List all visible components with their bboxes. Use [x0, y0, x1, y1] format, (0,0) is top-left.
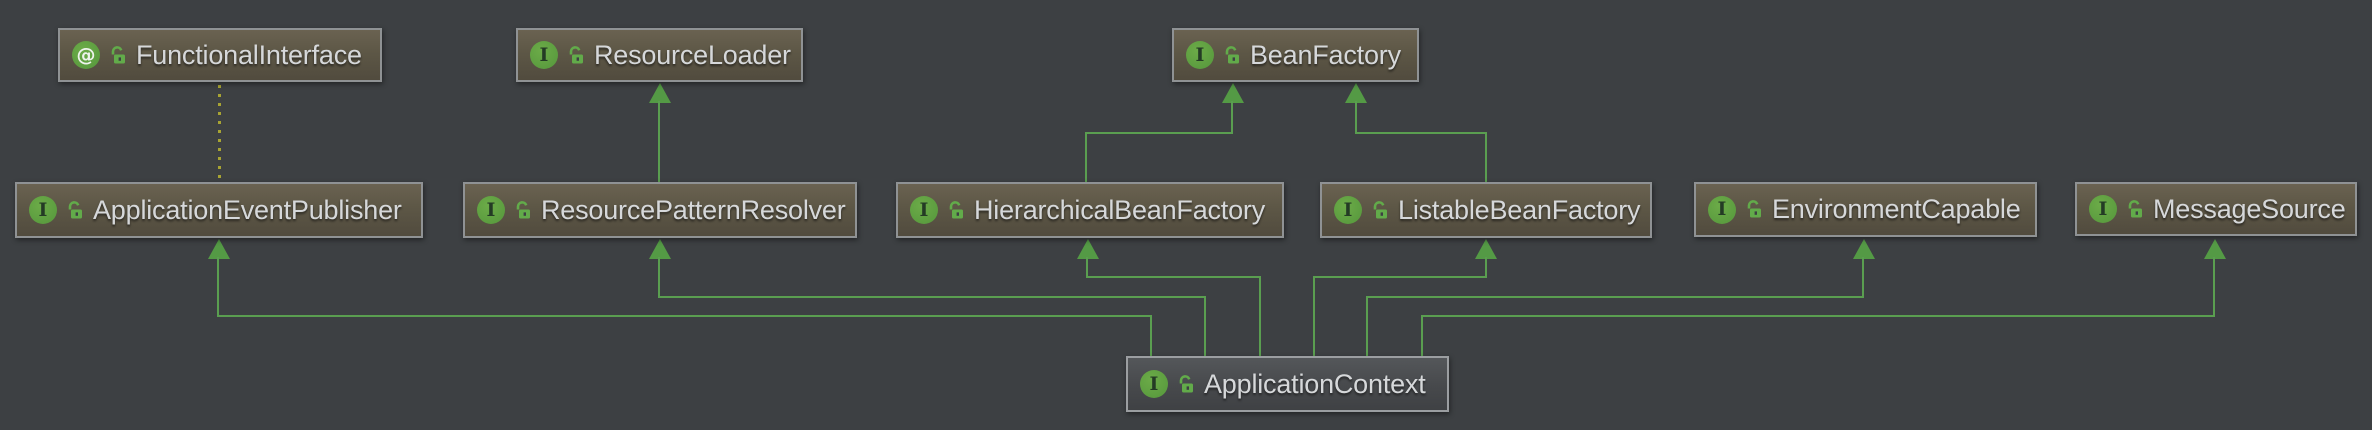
edge-ac-to-ms-segment — [1421, 315, 2215, 317]
node-label: HierarchicalBeanFactory — [974, 194, 1266, 225]
edge-ac-to-lbf-segment — [1314, 276, 1487, 278]
node-beanfactory[interactable]: I BeanFactory — [1172, 28, 1419, 82]
arrowhead-to-listablebeanfactory — [1475, 239, 1497, 259]
edge-ac-to-rpr-segment — [658, 257, 660, 298]
interface-icon: I — [910, 196, 938, 224]
edge-ac-to-ec-segment — [1862, 257, 1864, 298]
node-listablebeanfactory[interactable]: I ListableBeanFactory — [1320, 182, 1652, 238]
node-environmentcapable[interactable]: I EnvironmentCapable — [1694, 182, 2037, 237]
unlock-icon — [1745, 199, 1763, 220]
edge-ac-to-ec-segment — [1366, 296, 1864, 298]
edge-ac-to-aep-segment — [1150, 315, 1152, 356]
edge-ac-to-hbf-segment — [1086, 276, 1261, 278]
edge-ac-to-lbf-segment — [1313, 276, 1315, 356]
unlock-icon — [66, 200, 84, 221]
unlock-icon — [2126, 199, 2144, 220]
node-applicationeventpublisher[interactable]: I ApplicationEventPublisher — [15, 182, 423, 238]
annotation-icon: @ — [72, 41, 100, 69]
interface-icon: I — [1708, 195, 1736, 224]
edge-hbf-to-beanfactory-segment — [1085, 132, 1087, 182]
unlock-icon — [1371, 200, 1389, 221]
interface-icon: I — [2089, 195, 2117, 223]
interface-icon: I — [1140, 370, 1168, 398]
edge-rpr-to-resourceloader-segment — [658, 101, 660, 182]
unlock-icon — [514, 200, 532, 221]
edge-hbf-to-beanfactory-segment — [1086, 132, 1233, 134]
edge-lbf-to-beanfactory-segment — [1485, 132, 1487, 182]
edge-ac-to-hbf-segment — [1259, 276, 1261, 356]
arrowhead-to-beanfactory-right — [1345, 83, 1367, 103]
node-label: BeanFactory — [1250, 39, 1401, 70]
unlock-icon — [567, 45, 585, 66]
edge-ac-to-ms-segment — [2213, 257, 2215, 317]
edge-ac-to-rpr-segment — [1204, 296, 1206, 356]
node-label: ResourceLoader — [594, 39, 791, 70]
edge-ac-to-ec-segment — [1366, 296, 1368, 356]
arrowhead-to-hierarchicalbeanfactory — [1077, 239, 1099, 259]
edge-lbf-to-beanfactory-segment — [1355, 101, 1357, 134]
node-label: FunctionalInterface — [136, 39, 362, 70]
arrowhead-to-applicationeventpublisher — [208, 239, 230, 259]
edge-ac-to-rpr-segment — [658, 296, 1206, 298]
edge-hbf-to-beanfactory-segment — [1231, 101, 1233, 134]
node-label: ApplicationEventPublisher — [93, 194, 402, 225]
unlock-icon — [1177, 374, 1195, 395]
unlock-icon — [947, 200, 965, 221]
node-resourceloader[interactable]: I ResourceLoader — [516, 28, 803, 82]
edge-ac-to-ms-segment — [1421, 315, 1423, 356]
interface-icon: I — [1334, 196, 1362, 224]
arrowhead-to-resourceloader — [649, 83, 671, 103]
node-label: ListableBeanFactory — [1398, 194, 1641, 225]
node-label: ApplicationContext — [1204, 368, 1426, 399]
node-label: ResourcePatternResolver — [541, 194, 846, 225]
unlock-icon — [1223, 45, 1241, 66]
node-applicationcontext[interactable]: I ApplicationContext — [1126, 356, 1449, 412]
node-label: MessageSource — [2153, 193, 2346, 224]
node-hierarchicalbeanfactory[interactable]: I HierarchicalBeanFactory — [896, 182, 1284, 238]
edge-ac-to-lbf-segment — [1485, 257, 1487, 278]
arrowhead-to-messagesource — [2204, 239, 2226, 259]
unlock-icon — [109, 45, 127, 66]
node-label: EnvironmentCapable — [1772, 194, 2021, 224]
edge-ac-to-aep-segment — [217, 257, 219, 317]
interface-icon: I — [29, 196, 57, 224]
arrowhead-to-resourcepatternresolver — [649, 239, 671, 259]
edge-lbf-to-beanfactory-segment — [1355, 132, 1487, 134]
edge-ac-to-hbf-segment — [1086, 257, 1088, 278]
edge-annotation-functionalinterface-segment — [218, 85, 221, 180]
interface-icon: I — [530, 41, 558, 69]
node-messagesource[interactable]: I MessageSource — [2075, 182, 2357, 236]
edge-ac-to-aep-segment — [217, 315, 1152, 317]
arrowhead-to-environmentcapable — [1853, 239, 1875, 259]
arrowhead-to-beanfactory-left — [1222, 83, 1244, 103]
node-functionalinterface[interactable]: @ FunctionalInterface — [58, 28, 382, 82]
interface-icon: I — [1186, 41, 1214, 69]
interface-icon: I — [477, 196, 505, 224]
node-resourcepatternresolver[interactable]: I ResourcePatternResolver — [463, 182, 857, 238]
